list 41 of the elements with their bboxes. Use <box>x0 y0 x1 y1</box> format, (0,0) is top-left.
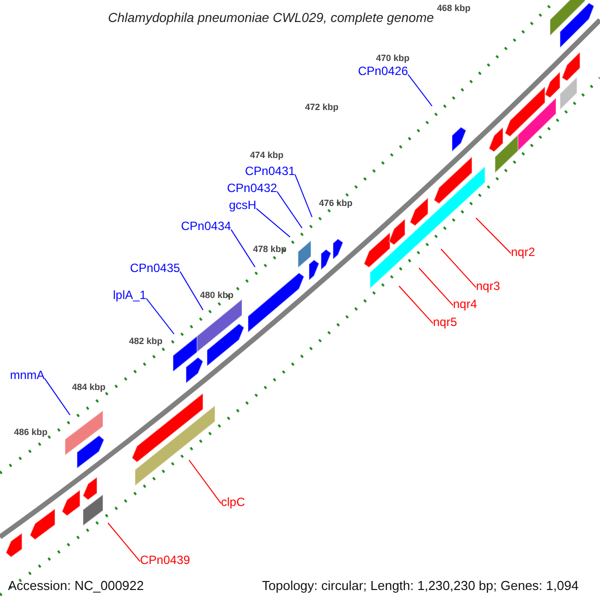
gene-label: CPn0432 <box>227 181 278 195</box>
leader-line <box>408 74 432 106</box>
position-label: 480 kbp <box>200 289 234 302</box>
leader-line <box>44 378 70 416</box>
footer-text: Accession: NC_000922 <box>8 577 144 595</box>
gene-label: CPn0426 <box>358 64 408 78</box>
position-label: 484 kbp <box>72 381 106 394</box>
diagram-title: Chlamydophila pneumoniae CWL029, complete genome <box>108 9 434 27</box>
gene-label: nqr3 <box>476 279 500 293</box>
leader-line <box>108 522 140 562</box>
leader-line <box>294 174 312 218</box>
position-label: 476 kbp <box>319 197 353 210</box>
leader-line <box>418 268 454 306</box>
leader-line <box>180 271 204 310</box>
leader-line <box>188 460 222 504</box>
leader-line <box>256 208 290 238</box>
leader-line <box>476 218 512 254</box>
leader-line <box>398 286 434 324</box>
position-label: 478 kbp <box>253 243 287 256</box>
position-label: 482 kbp <box>129 335 163 348</box>
leader-line <box>440 248 476 288</box>
leader-line <box>146 298 174 334</box>
gene-label: CPn0439 <box>140 553 190 567</box>
position-label: 486 kbp <box>14 426 48 439</box>
gene-label: nqr2 <box>511 245 536 259</box>
gene-label: lplA_1 <box>113 288 146 302</box>
leader-line <box>230 229 256 268</box>
gene-label: mnmA <box>10 368 45 382</box>
position-label: 472 kbp <box>305 101 339 114</box>
leader-line <box>276 191 302 228</box>
gene-label: gcsH <box>229 198 256 212</box>
gene-label: clpC <box>221 495 246 509</box>
gene-label: CPn0434 <box>181 219 232 233</box>
gene-label: CPn0431 <box>245 164 296 178</box>
gene-label: CPn0435 <box>130 261 180 275</box>
position-label: 468 kbp <box>437 2 471 15</box>
position-label: 470 kbp <box>376 52 410 65</box>
position-label: 474 kbp <box>250 149 284 162</box>
footer-text: Topology: circular; Length: 1,230,230 bp; Genes: 1,094 <box>262 577 579 595</box>
gene-label: nqr5 <box>433 315 458 329</box>
gene-label: nqr4 <box>453 297 478 311</box>
